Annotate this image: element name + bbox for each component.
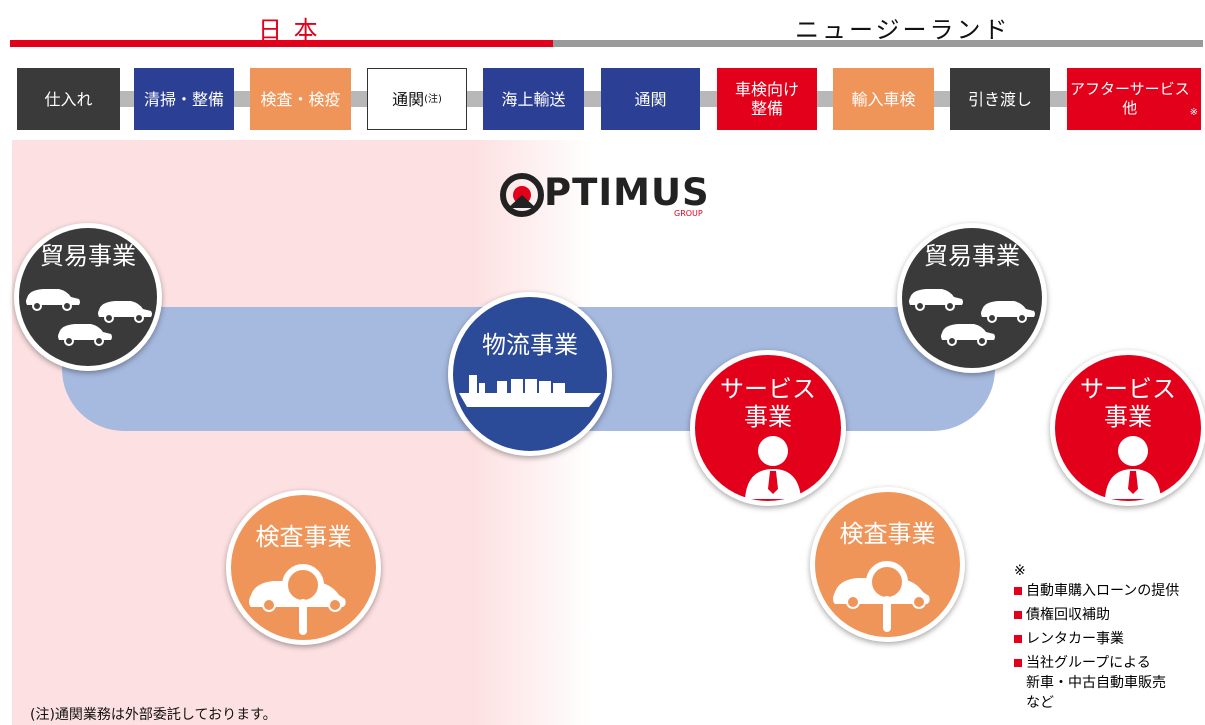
- service-business-nz: サービス 事業: [690, 350, 846, 506]
- inspection-business-japan: 検査事業: [226, 490, 381, 645]
- optimus-logo-mark: [500, 173, 544, 217]
- trade-business-label: 貿易事業: [40, 242, 136, 270]
- inspection-business-label: 検査事業: [255, 523, 352, 551]
- trade-business-nz: 貿易事業: [897, 223, 1047, 373]
- optimus-logo: PTIMUS GROUP: [500, 171, 715, 219]
- service-business-label: サービス 事業: [720, 375, 816, 431]
- legend-item: 当社グループによる 新車・中古自動車販売 など: [1014, 653, 1204, 713]
- step-connector: [817, 91, 833, 107]
- optimus-logo-text: PTIMUS: [544, 171, 710, 214]
- logistics-business-label: 物流事業: [482, 331, 578, 359]
- step-sea-transport: 海上輸送: [483, 68, 584, 130]
- cars-icon: [909, 289, 1035, 346]
- step-delivery: 引き渡し: [950, 68, 1050, 130]
- cargo-ship-icon: [459, 375, 601, 407]
- after-service-legend: ※ 自動車購入ローンの提供 債権回収補助 レンタカー事業 当社グループによる 新…: [1014, 563, 1204, 713]
- step-inspection-quarantine: 検査・検疫: [250, 68, 351, 130]
- step-connector: [584, 91, 601, 107]
- step-connector: [700, 91, 717, 107]
- step-connector: [351, 91, 367, 107]
- new-zealand-bar: [553, 40, 1203, 47]
- service-business-nz-after: サービス 事業: [1050, 350, 1205, 506]
- legend-item: レンタカー事業: [1014, 629, 1204, 649]
- step-procurement: 仕入れ: [17, 68, 120, 130]
- step-cleaning-maintenance: 清掃・整備: [134, 68, 234, 130]
- inspection-business-label: 検査事業: [839, 520, 936, 548]
- magnifier-car-icon: [833, 561, 930, 632]
- legend-mark: ※: [1014, 563, 1026, 579]
- japan-title: 日 本: [258, 16, 320, 44]
- trade-business-label: 貿易事業: [924, 242, 1020, 270]
- customs-footnote: (注)通関業務は外部委託しております。: [30, 707, 277, 723]
- person-icon: [745, 436, 801, 499]
- step-connector: [120, 91, 134, 107]
- step-customs-nz: 通関: [601, 68, 700, 130]
- new-zealand-title: ニュージーランド: [795, 16, 1011, 44]
- step-customs-jp: 通関(注): [367, 68, 467, 130]
- logistics-business: 物流事業: [448, 292, 612, 456]
- step-after-service: アフターサービス 他※: [1067, 68, 1201, 130]
- step-import-inspection: 輸入車検: [833, 68, 934, 130]
- magnifier-car-icon: [249, 564, 346, 635]
- step-connector: [234, 91, 250, 107]
- inspection-business-nz: 検査事業: [810, 487, 965, 642]
- step-connector: [467, 91, 483, 107]
- step-connector: [1050, 91, 1067, 107]
- legend-item: 自動車購入ローンの提供: [1014, 581, 1204, 601]
- step-connector: [934, 91, 950, 107]
- step-pre-inspection-maintenance: 車検向け 整備: [717, 68, 817, 130]
- service-business-label: サービス 事業: [1080, 375, 1176, 431]
- japan-bar: [10, 40, 553, 47]
- legend-item: 債権回収補助: [1014, 605, 1204, 625]
- person-icon: [1105, 436, 1161, 499]
- trade-business-japan: 貿易事業: [14, 223, 162, 371]
- cars-icon: [26, 289, 152, 346]
- optimus-logo-group: GROUP: [674, 209, 703, 218]
